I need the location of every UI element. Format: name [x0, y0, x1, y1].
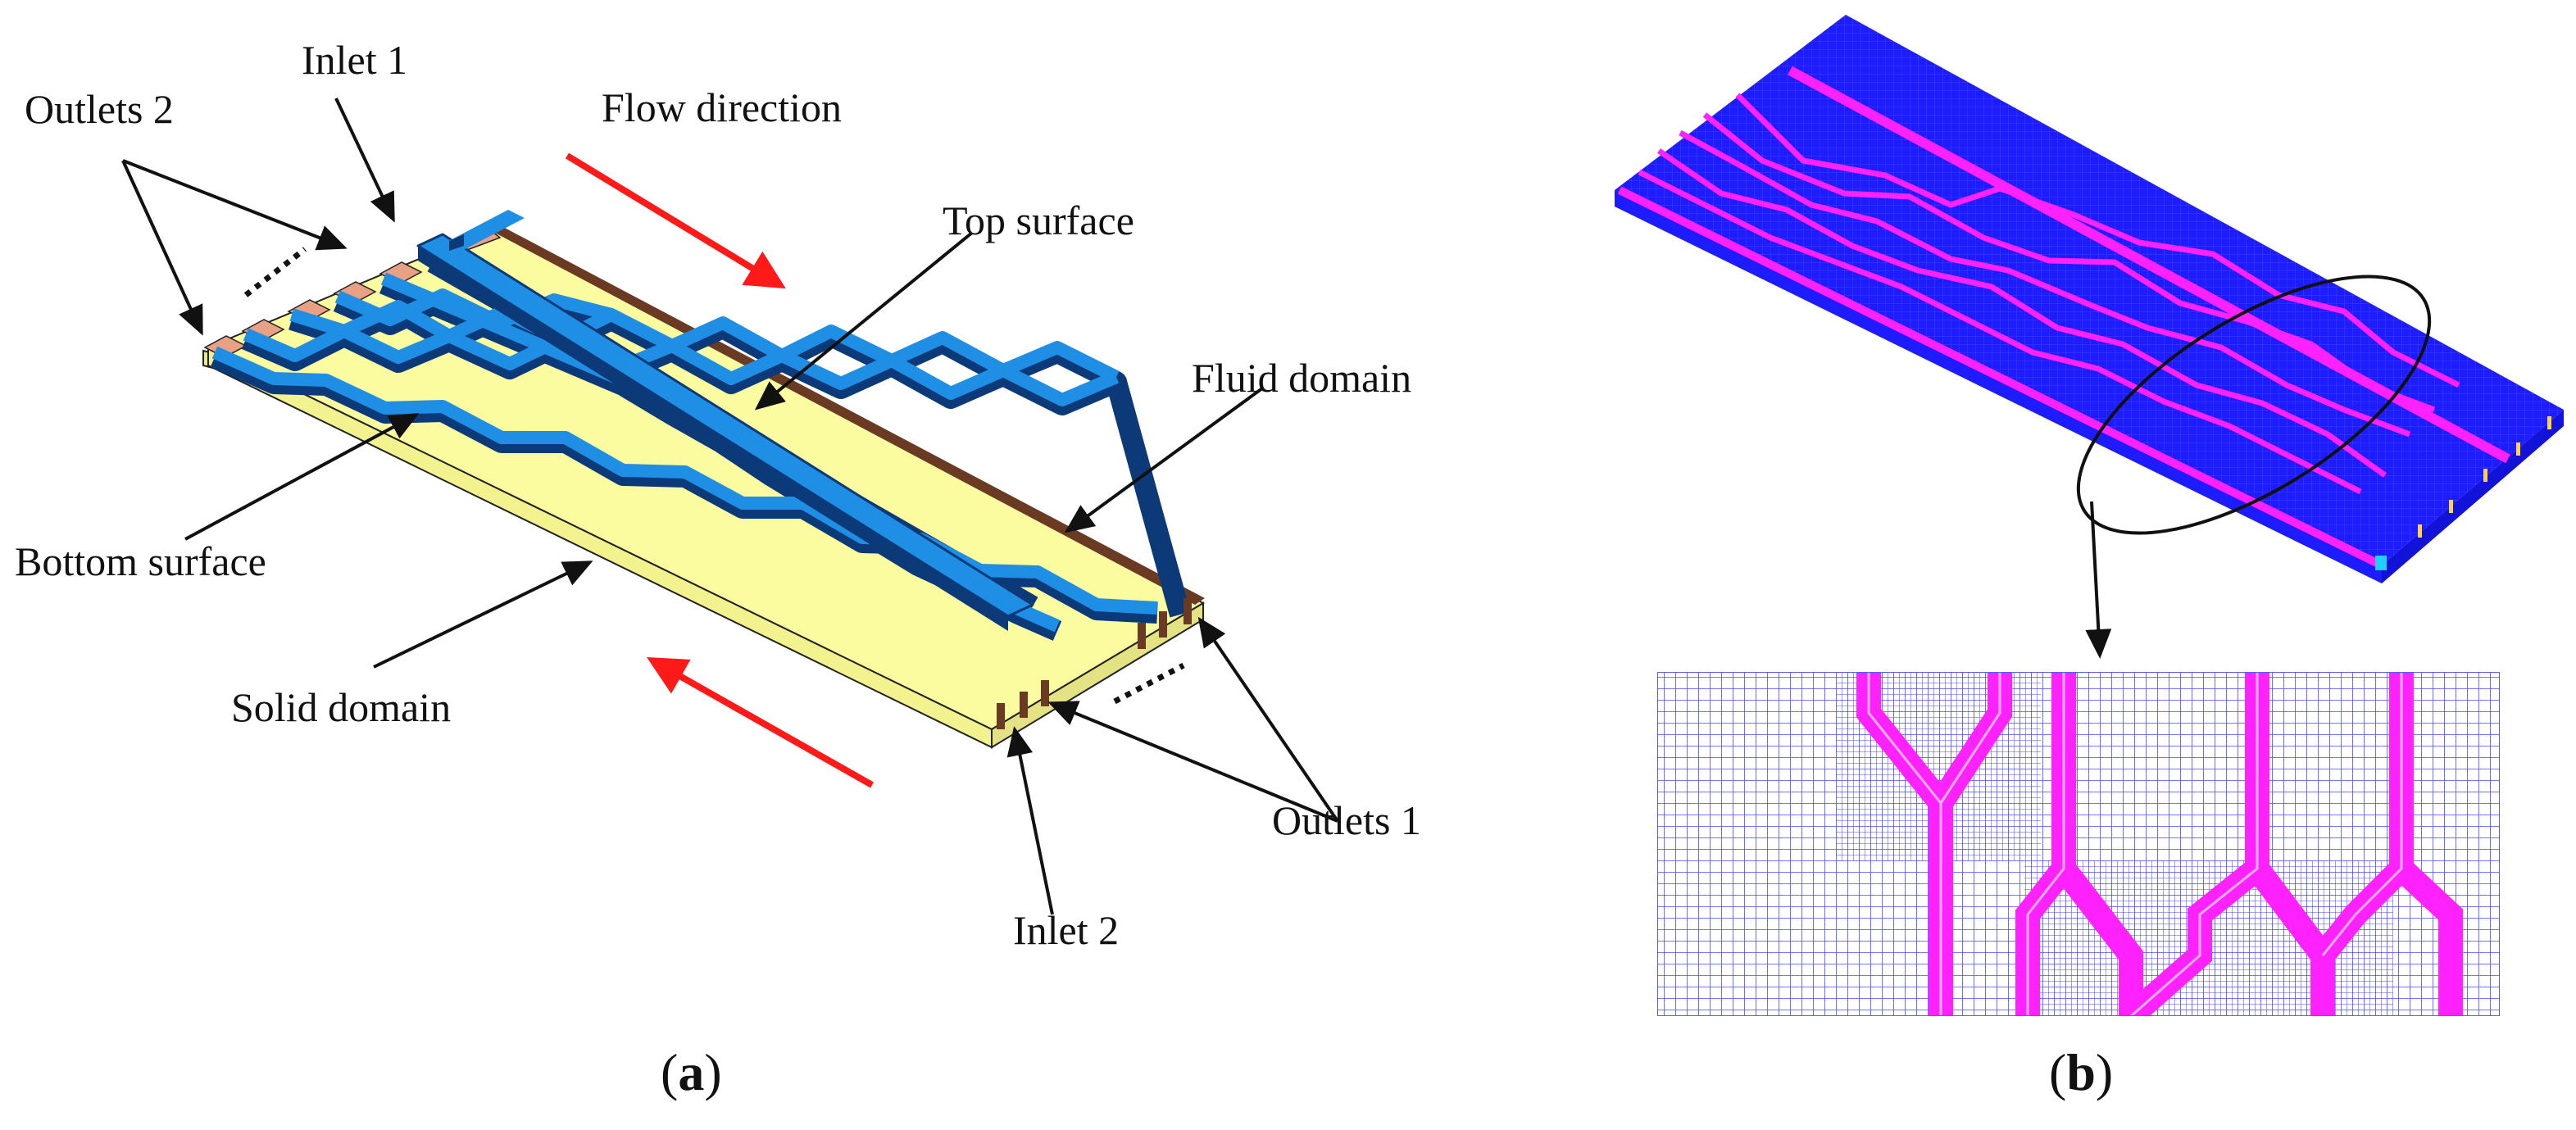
flow-arrow-top	[565, 152, 786, 289]
label-outlets-2: Outlets 2	[25, 86, 174, 132]
panel-a: Outlets 2 Inlet 1 Flow direction Top sur…	[15, 37, 1421, 1101]
leader-lines	[121, 98, 1339, 915]
zoom-arrow	[2085, 501, 2112, 659]
label-top-surface: Top surface	[943, 197, 1134, 243]
label-outlets-1: Outlets 1	[1272, 797, 1421, 843]
label-bottom-surface: Bottom surface	[15, 538, 266, 584]
brown-edge-wall	[492, 226, 1205, 605]
flow-arrow-bottom	[647, 657, 874, 788]
panel-b: (b)	[1615, 15, 2564, 1101]
caption-b: (b)	[2049, 1043, 2113, 1101]
label-inlet-1: Inlet 1	[302, 37, 407, 83]
outlets-1-dots	[1113, 662, 1185, 705]
caption-a: (a)	[661, 1043, 722, 1101]
label-flow-direction: Flow direction	[602, 84, 842, 130]
outlets-2-dots	[243, 247, 307, 297]
outlets-1-blocks	[997, 598, 1192, 729]
meshed-plate	[1615, 15, 2564, 659]
label-fluid-domain: Fluid domain	[1192, 355, 1411, 401]
channel-network	[210, 210, 1191, 641]
zoom-region-ellipse	[2076, 275, 2432, 535]
label-solid-domain: Solid domain	[231, 684, 451, 730]
mesh-detail	[1657, 672, 2500, 1016]
label-inlet-2: Inlet 2	[1013, 907, 1119, 953]
